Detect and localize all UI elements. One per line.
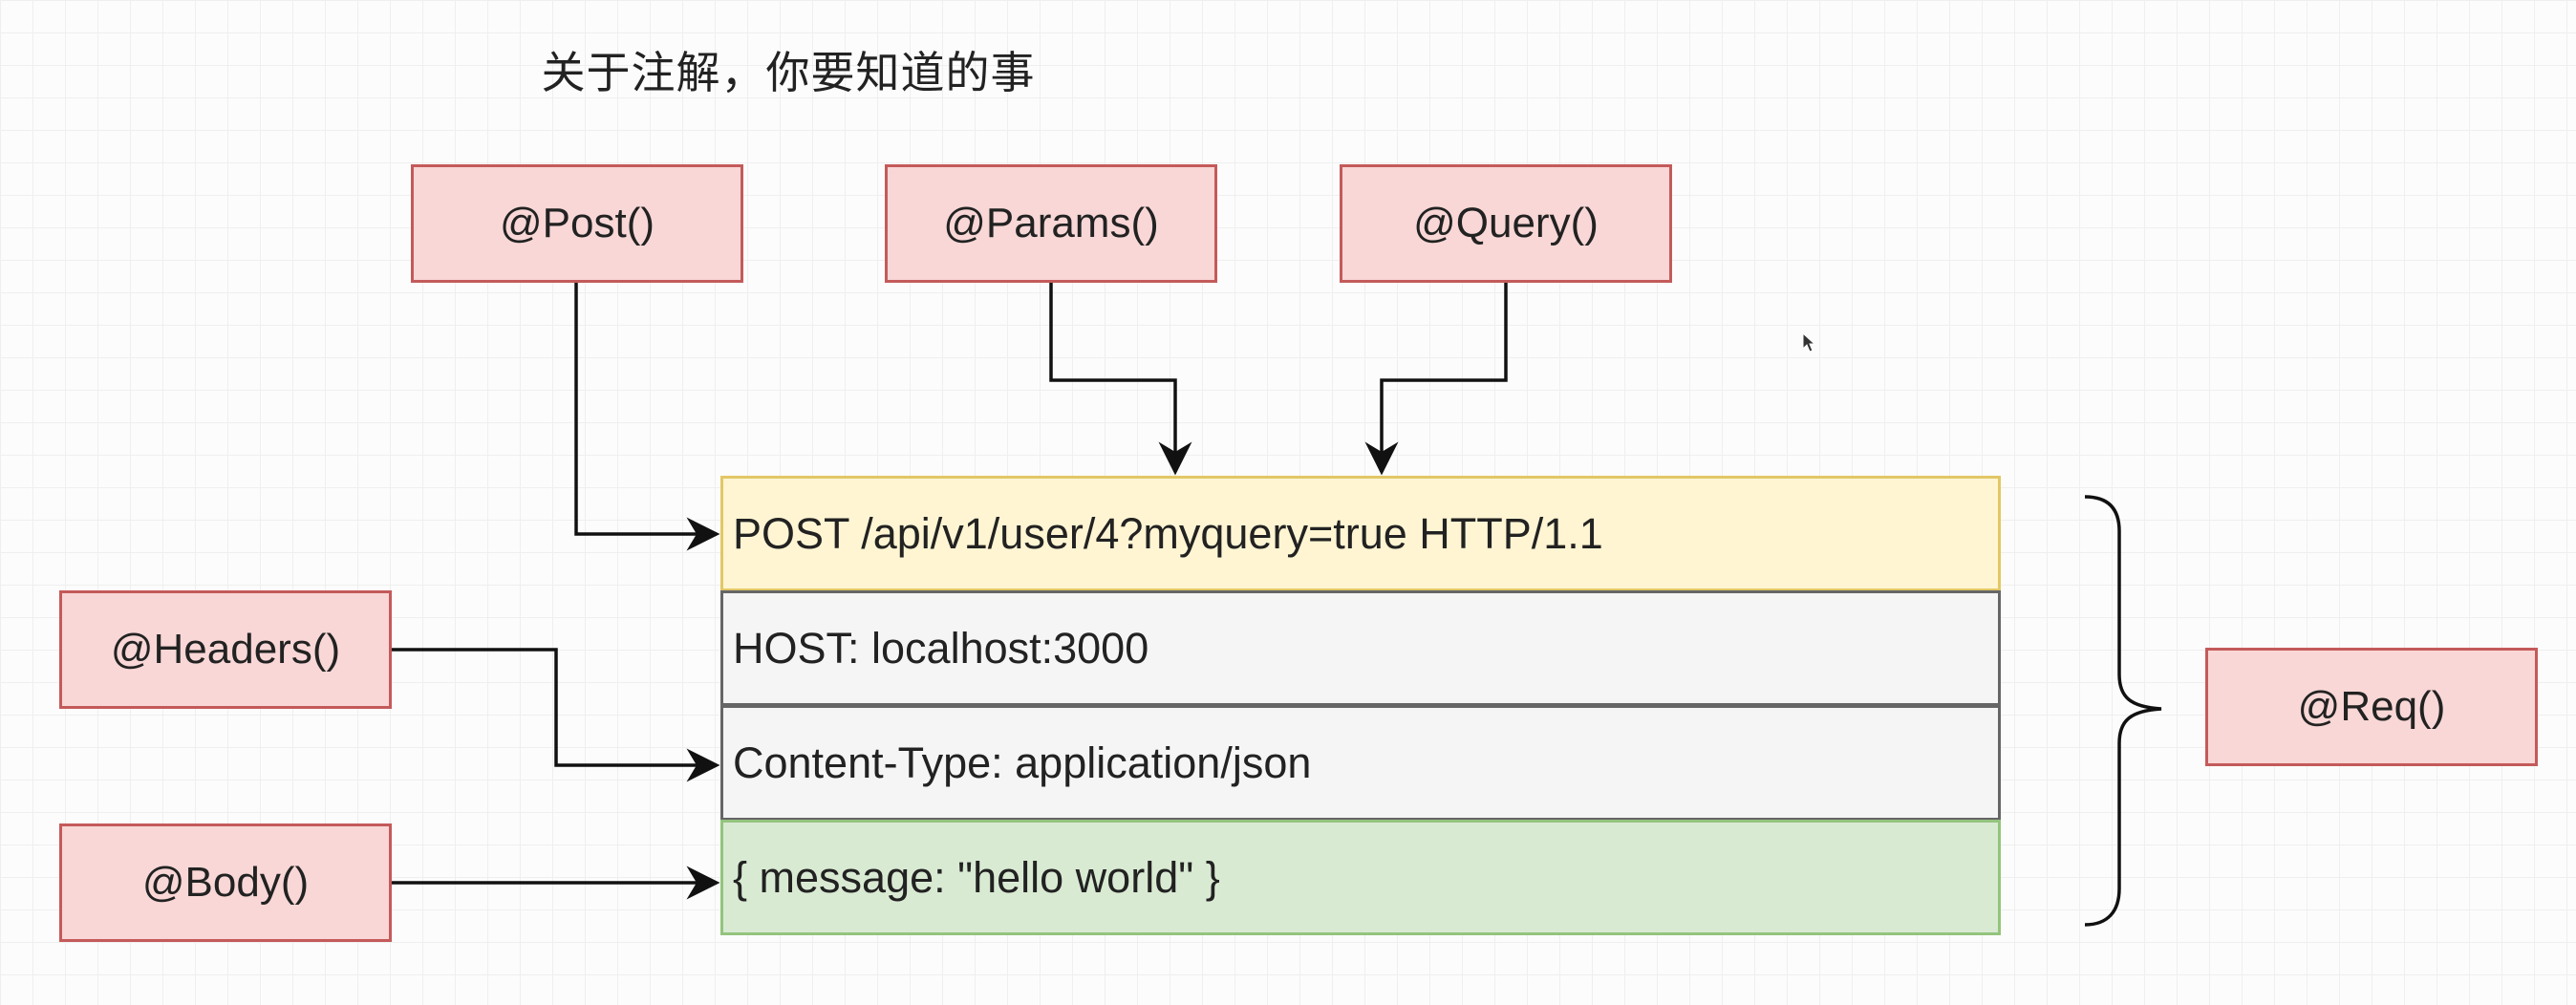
- content-type-header-row: Content-Type: application/json: [720, 705, 2001, 821]
- headers-annotation-box: @Headers(): [59, 590, 392, 709]
- request-body-row: { message: "hello world" }: [720, 820, 2001, 935]
- mouse-cursor-icon: [1802, 331, 1816, 353]
- body-annotation-box: @Body(): [59, 823, 392, 942]
- post-annotation-box: @Post(): [411, 164, 743, 283]
- params-annotation-box: @Params(): [885, 164, 1217, 283]
- query-to-request-line-arrow: [1364, 283, 1508, 476]
- diagram-title: 关于注解，你要知道的事: [541, 47, 1036, 98]
- request-line-row: POST /api/v1/user/4?myquery=true HTTP/1.…: [720, 476, 2001, 591]
- request-grouping-brace: [2084, 495, 2162, 927]
- params-to-request-line-arrow: [1049, 283, 1192, 476]
- host-header-row: HOST: localhost:3000: [720, 590, 2001, 706]
- headers-to-content-type-arrow: [392, 648, 720, 782]
- post-to-request-line-arrow: [574, 283, 720, 551]
- query-annotation-box: @Query(): [1340, 164, 1672, 283]
- req-annotation-box: @Req(): [2205, 648, 2538, 766]
